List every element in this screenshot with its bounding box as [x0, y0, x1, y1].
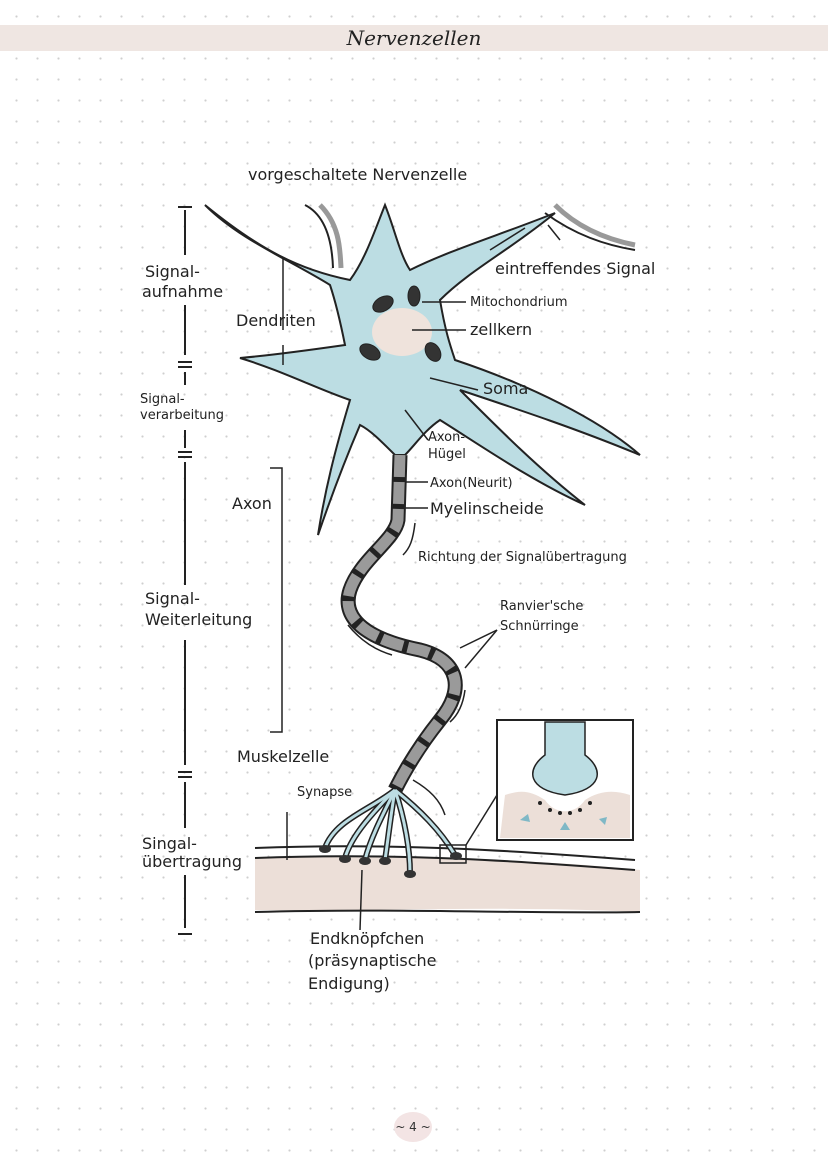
- label-nucleus: zellkern: [470, 320, 532, 339]
- phase-1-line-2: aufnahme: [142, 282, 223, 301]
- label-ranvier-2: Schnürringe: [500, 619, 579, 634]
- label-direction: Richtung der Signalübertragung: [418, 550, 627, 565]
- mitochondria: [359, 285, 442, 362]
- phase-2-line-2: verarbeitung: [140, 408, 224, 423]
- axon-terminals-fill: [323, 788, 457, 874]
- phase-4-line-1: Singal-: [142, 834, 197, 853]
- page-number: ~ 4 ~: [394, 1112, 432, 1142]
- phase-2-line-1: Signal-: [140, 392, 185, 407]
- label-terminal-3: Endigung): [308, 974, 390, 993]
- label-axon-hillock-1: Axon-: [428, 430, 465, 445]
- soma: [204, 202, 641, 536]
- nucleus: [372, 308, 432, 356]
- phase-1-line-1: Signal-: [145, 262, 200, 281]
- label-axon-neurite: Axon(Neurit): [430, 476, 513, 491]
- label-myelin: Myelinscheide: [430, 499, 544, 518]
- label-dendrites: Dendriten: [236, 311, 316, 330]
- phase-3-line-2: Weiterleitung: [145, 610, 252, 629]
- terminal-buttons: [319, 845, 462, 878]
- page-title: Nervenzellen: [346, 26, 482, 50]
- myelin-sheath: [342, 454, 461, 793]
- phase-4-line-2: übertragung: [142, 852, 242, 871]
- label-muscle-cell: Muskelzelle: [237, 747, 329, 766]
- zoom-marker: [439, 844, 467, 864]
- muscle-cell: [255, 857, 640, 912]
- diagram-heading: vorgeschaltete Nervenzelle: [248, 165, 467, 184]
- label-incoming-signal: eintreffendes Signal: [495, 259, 655, 278]
- presynaptic-fibers: [304, 203, 636, 269]
- label-ranvier-1: Ranvier'sche: [500, 599, 583, 614]
- label-terminal-1: Endknöpfchen: [310, 929, 424, 948]
- label-synapse: Synapse: [297, 785, 352, 800]
- header-band: [0, 25, 828, 51]
- pointer-lines: [270, 224, 561, 931]
- label-terminal-2: (präsynaptische: [308, 951, 437, 970]
- phase-3-line-1: Signal-: [145, 589, 200, 608]
- label-soma: Soma: [483, 379, 528, 398]
- label-axon-hillock-2: Hügel: [428, 447, 466, 462]
- label-axon: Axon: [232, 494, 272, 513]
- label-mitochondrion: Mitochondrium: [470, 295, 568, 310]
- synapse-inset: [496, 719, 634, 841]
- phase-timeline: [178, 206, 192, 935]
